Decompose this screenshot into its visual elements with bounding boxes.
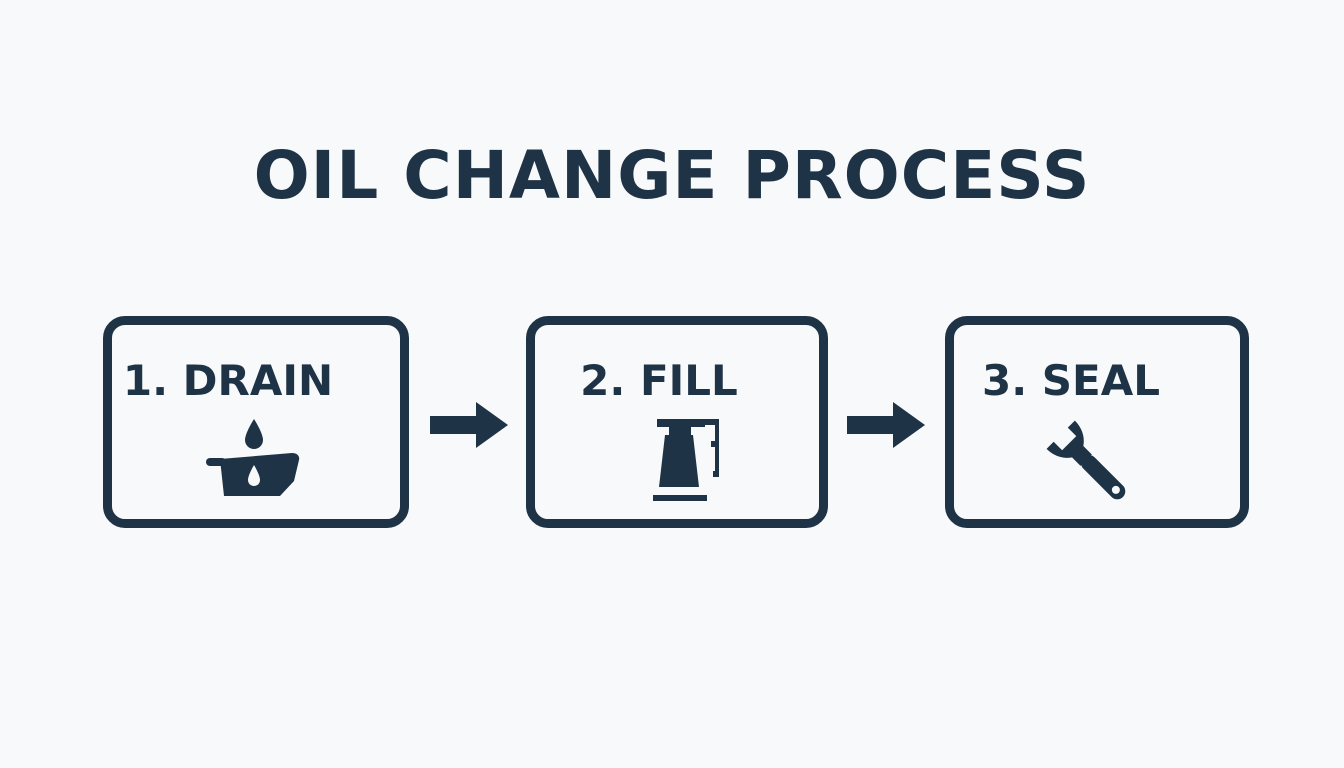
- oil-can-icon: [631, 413, 731, 513]
- arrow-right-icon: [430, 400, 510, 450]
- diagram-title: OIL CHANGE PROCESS: [253, 137, 1091, 214]
- wrench-icon: [1039, 413, 1139, 513]
- step-fill-box: 2. FILL: [526, 316, 828, 528]
- step-drain-box: 1. DRAIN: [103, 316, 409, 528]
- step-seal-label: 3. SEAL: [981, 356, 1160, 405]
- oil-drain-pan-icon: [204, 413, 304, 513]
- step-seal-box: 3. SEAL: [945, 316, 1249, 528]
- step-fill-label: 2. FILL: [580, 356, 738, 405]
- arrow-right-icon: [847, 400, 927, 450]
- step-drain-label: 1. DRAIN: [122, 356, 334, 405]
